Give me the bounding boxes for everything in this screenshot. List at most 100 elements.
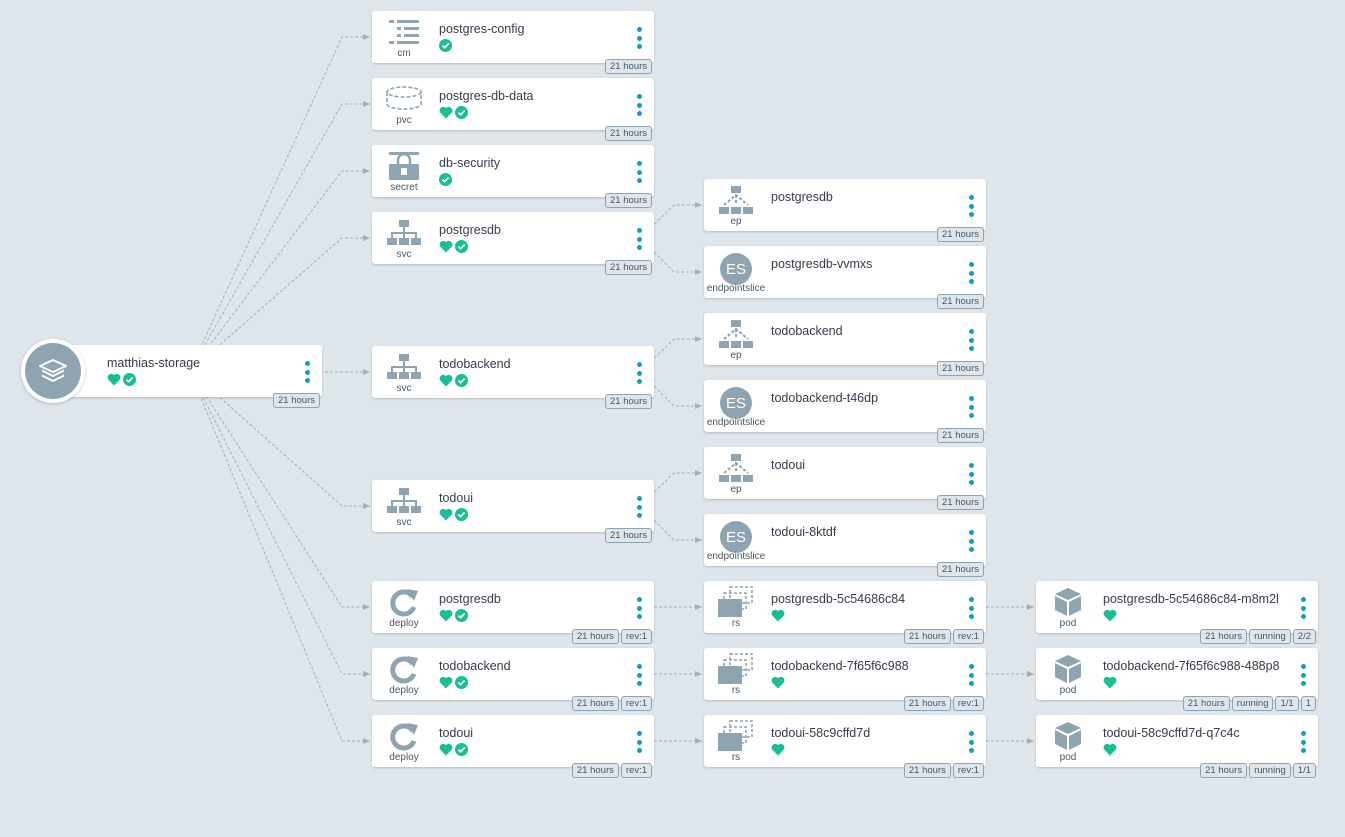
resource-name: postgresdb bbox=[771, 190, 833, 204]
resource-node-cm[interactable]: cm postgres-config 21 hours bbox=[372, 11, 654, 74]
resource-icon bbox=[714, 451, 758, 485]
cube-icon bbox=[1052, 653, 1084, 685]
edge-app-to-cm bbox=[189, 34, 370, 372]
resource-status bbox=[439, 172, 452, 186]
tag-badge: rev:1 bbox=[620, 763, 652, 778]
node-menu-button[interactable] bbox=[634, 496, 644, 518]
resource-kind: cm bbox=[397, 48, 411, 59]
node-menu-button[interactable] bbox=[634, 27, 644, 49]
node-menu-button[interactable] bbox=[966, 463, 976, 485]
menu-dot bbox=[1300, 731, 1306, 736]
node-menu-button[interactable] bbox=[966, 195, 976, 217]
node-menu-button[interactable] bbox=[966, 597, 976, 619]
resource-kind: svc bbox=[396, 383, 412, 394]
node-menu-button[interactable] bbox=[634, 731, 644, 753]
menu-dot bbox=[968, 279, 974, 284]
menu-dot bbox=[1300, 681, 1306, 686]
node-menu-button[interactable] bbox=[1298, 664, 1308, 686]
node-menu-button[interactable] bbox=[966, 530, 976, 552]
heart-icon bbox=[439, 374, 453, 386]
node-menu-button[interactable] bbox=[634, 161, 644, 183]
resource-icon bbox=[382, 585, 426, 619]
app-node-icon[interactable] bbox=[21, 339, 85, 403]
menu-dot bbox=[636, 605, 642, 611]
resource-kind: secret bbox=[390, 182, 418, 193]
resource-kind: ep bbox=[730, 216, 742, 227]
node-menu-button[interactable] bbox=[966, 664, 976, 686]
resource-tags: 21 hours bbox=[605, 193, 652, 208]
resource-kind: endpointslice bbox=[706, 417, 766, 428]
menu-dot bbox=[636, 178, 642, 183]
node-menu-button[interactable] bbox=[634, 597, 644, 619]
resource-name: todobackend bbox=[439, 659, 511, 673]
resource-name: todobackend bbox=[439, 357, 511, 371]
resource-name: postgresdb-5c54686c84 bbox=[771, 592, 906, 606]
network-icon bbox=[386, 218, 422, 248]
redo-icon bbox=[387, 652, 421, 686]
app-menu-button[interactable] bbox=[302, 361, 312, 383]
resource-name: postgresdb-5c54686c84-m8m2l bbox=[1103, 592, 1279, 606]
node-menu-button[interactable] bbox=[634, 362, 644, 384]
redo-icon bbox=[387, 719, 421, 753]
node-menu-button[interactable] bbox=[966, 731, 976, 753]
node-menu-button[interactable] bbox=[966, 396, 976, 418]
resource-tags: 21 hours bbox=[937, 562, 984, 577]
node-menu-button[interactable] bbox=[1298, 597, 1308, 619]
resource-status bbox=[439, 608, 468, 622]
menu-dot bbox=[1300, 614, 1306, 619]
resource-kind: rs bbox=[731, 618, 741, 629]
node-menu-button[interactable] bbox=[634, 664, 644, 686]
network-icon bbox=[386, 486, 422, 516]
tag-badge: 21 hours bbox=[605, 59, 652, 74]
tag-badge: rev:1 bbox=[952, 696, 984, 711]
resource-icon: ES bbox=[714, 518, 758, 553]
menu-dot bbox=[968, 203, 974, 209]
resource-name: todoui-58c9cffd7d bbox=[771, 726, 871, 740]
node-menu-button[interactable] bbox=[966, 262, 976, 284]
menu-dot bbox=[636, 102, 642, 108]
tag-badge: 1 bbox=[1300, 696, 1316, 711]
menu-dot bbox=[636, 672, 642, 678]
tag-badge: 21 hours bbox=[903, 763, 951, 778]
resource-icon bbox=[714, 652, 758, 686]
node-menu-button[interactable] bbox=[634, 94, 644, 116]
heart-icon bbox=[439, 676, 453, 688]
resource-tags: 21 hours bbox=[605, 260, 652, 275]
resource-status bbox=[439, 38, 452, 52]
menu-dot bbox=[304, 369, 310, 375]
node-menu-button[interactable] bbox=[966, 329, 976, 351]
node-menu-button[interactable] bbox=[634, 228, 644, 250]
resource-kind: endpointslice bbox=[706, 551, 766, 562]
edge-app-to-deploy-postgresdb bbox=[189, 370, 370, 610]
menu-dot bbox=[636, 228, 642, 233]
resource-icon bbox=[1046, 585, 1090, 619]
resource-kind: ep bbox=[730, 350, 742, 361]
tag-badge: 21 hours bbox=[937, 294, 984, 309]
node-menu-button[interactable] bbox=[1298, 731, 1308, 753]
resource-icon bbox=[714, 317, 758, 351]
resource-name: postgres-config bbox=[439, 22, 525, 36]
tag-badge: 21 hours bbox=[571, 629, 619, 644]
